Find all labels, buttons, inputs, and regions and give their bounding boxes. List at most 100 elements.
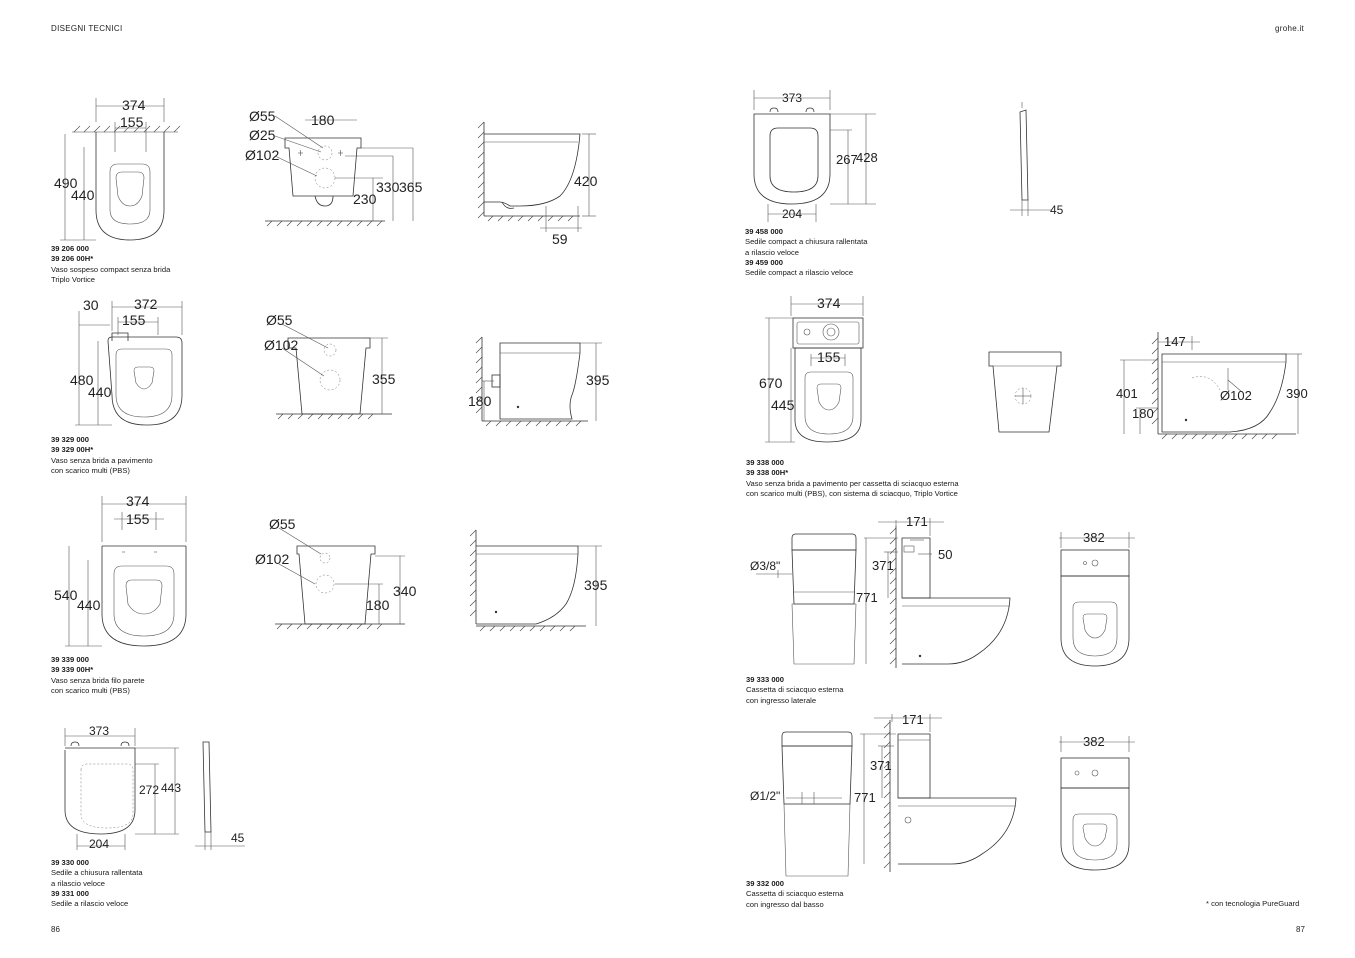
- dim-371: 371: [870, 758, 892, 773]
- product-description: con ingresso dal basso: [746, 899, 824, 909]
- dim-771: 771: [856, 590, 878, 605]
- dim-401: 401: [1116, 386, 1138, 401]
- product-description: Cassetta di sciacquo esterna: [746, 685, 844, 695]
- product-caption: 39 338 000 39 338 00H* Vaso senza brida …: [746, 458, 1046, 499]
- dim-382: 382: [1083, 734, 1105, 749]
- dim-o102: Ø102: [255, 551, 289, 567]
- dim-445: 445: [771, 397, 795, 413]
- dim-155: 155: [122, 312, 146, 328]
- dim-o55: Ø55: [269, 516, 296, 532]
- dim-o102: Ø102: [1220, 388, 1252, 403]
- dim-480: 480: [70, 372, 94, 388]
- dim-204: 204: [89, 837, 109, 851]
- drawing-front-view-floor-standing: Ø55 Ø102 355: [264, 312, 396, 420]
- dim-155: 155: [120, 114, 144, 130]
- product-description: Sedile a rilascio veloce: [51, 899, 129, 909]
- dim-374: 374: [817, 295, 841, 311]
- page-number-left: 86: [51, 925, 60, 934]
- product-caption: 39 458 000 Sedile compact a chiusura ral…: [745, 227, 995, 278]
- product-code: 39 329 000: [51, 435, 90, 444]
- dim-272: 272: [139, 783, 159, 797]
- product-description: Vaso senza brida a pavimento per cassett…: [746, 478, 959, 488]
- product-caption: 39 329 000 39 329 00H* Vaso senza brida …: [51, 435, 251, 476]
- product-description: con ingresso laterale: [746, 695, 817, 705]
- dim-374: 374: [126, 493, 150, 509]
- product-description: Sedile compact a chiusura rallentata: [745, 237, 868, 247]
- product-description: a rilascio veloce: [745, 247, 800, 257]
- footnote: * con tecnologia PureGuard: [1206, 899, 1300, 908]
- drawing-compact-seat-side: 45: [1010, 102, 1064, 217]
- dim-230: 230: [353, 191, 377, 207]
- product-description: Vaso senza brida a pavimento: [51, 455, 153, 465]
- product-description: a rilascio veloce: [51, 878, 106, 888]
- dim-30: 30: [83, 297, 99, 313]
- product-description: con scarico multi (PBS): [51, 685, 130, 695]
- product-code: 39 206 00H*: [51, 254, 94, 264]
- product-code: 39 331 000: [51, 888, 90, 898]
- dim-45: 45: [231, 831, 245, 845]
- product-code: 39 206 000: [51, 244, 90, 253]
- drawing-side-view-back-to-wall: 395: [469, 529, 608, 632]
- product-code: 39 458 000: [745, 227, 784, 236]
- dim-o55: Ø55: [249, 108, 276, 124]
- drawing-top-view-close-coupled: 374 155 670 445: [759, 295, 864, 443]
- dim-395: 395: [584, 577, 608, 593]
- product-code: 39 333 000: [746, 675, 785, 684]
- dim-420: 420: [574, 173, 598, 189]
- product-caption: 39 330 000 Sedile a chiusura rallentata …: [51, 858, 251, 909]
- dim-771: 771: [854, 790, 876, 805]
- drawing-side-view-wall-hung: 420 59: [477, 121, 598, 247]
- product-caption: 39 332 000 Cassetta di sciacquo esterna …: [746, 879, 946, 910]
- dim-171: 171: [906, 514, 928, 529]
- product-description: con scarico multi (PBS): [51, 465, 130, 475]
- drawing-top-view-cistern-bottom-inlet: 382: [1059, 734, 1135, 871]
- dim-267: 267: [836, 152, 858, 167]
- drawing-top-view-cistern-side-inlet: 382: [1059, 530, 1135, 667]
- dim-o102: Ø102: [245, 147, 279, 163]
- dim-204: 204: [782, 207, 802, 221]
- section-title: DISEGNI TECNICI: [51, 24, 123, 33]
- drawing-top-view-wall-hung: 374 155 490 440: [54, 97, 181, 241]
- drawing-front-view-close-coupled: [988, 351, 1062, 433]
- dim-373: 373: [89, 724, 109, 738]
- dim-395: 395: [586, 372, 610, 388]
- dim-440: 440: [88, 384, 112, 400]
- dim-155: 155: [817, 349, 841, 365]
- website-url[interactable]: grohe.it: [1275, 24, 1305, 33]
- product-code: 39 459 000: [745, 257, 784, 267]
- product-caption: 39 333 000 Cassetta di sciacquo esterna …: [746, 675, 946, 706]
- dim-o55: Ø55: [266, 312, 293, 328]
- product-code: 39 339 00H*: [51, 665, 94, 675]
- product-description: Sedile compact a rilascio veloce: [745, 268, 854, 278]
- product-caption: 39 206 000 39 206 00H* Vaso sospeso comp…: [51, 244, 251, 285]
- dim-147: 147: [1164, 334, 1186, 349]
- dim-490: 490: [54, 175, 78, 191]
- product-description: con scarico multi (PBS), con sistema di …: [746, 488, 958, 498]
- dim-45: 45: [1050, 203, 1064, 217]
- drawing-cistern-bottom-inlet: Ø1/2" 171 371 771: [750, 712, 1017, 877]
- product-description: Cassetta di sciacquo esterna: [746, 889, 844, 899]
- dim-180: 180: [311, 112, 335, 128]
- drawing-compact-seat: 373 267 428 204: [753, 90, 878, 222]
- dim-340: 340: [393, 583, 417, 599]
- dim-330: 330: [376, 179, 400, 195]
- drawing-side-view-close-coupled: 147 401 180 Ø102 390: [1116, 332, 1308, 440]
- product-description: Vaso senza brida filo parete: [51, 675, 145, 685]
- dim-428: 428: [856, 150, 878, 165]
- drawing-side-view-floor-standing: 395 180: [468, 336, 610, 427]
- dim-180: 180: [366, 597, 390, 613]
- drawing-front-view-back-to-wall: Ø55 Ø102 340 180: [255, 516, 417, 630]
- dim-372: 372: [134, 296, 158, 312]
- dim-373: 373: [782, 91, 802, 105]
- dim-180: 180: [1132, 406, 1154, 421]
- dim-50: 50: [938, 547, 952, 562]
- dim-355: 355: [372, 371, 396, 387]
- product-description: Vaso sospeso compact senza brida: [51, 264, 171, 274]
- drawing-front-view-wall-hung: Ø55 Ø25 Ø102 180 330 365 230: [245, 108, 423, 227]
- drawing-top-view-back-to-wall: 374 155 540 440: [54, 493, 187, 647]
- dim-440: 440: [71, 187, 95, 203]
- dim-o3-8: Ø3/8": [750, 559, 780, 573]
- product-description: Triplo Vortice: [51, 274, 96, 284]
- dim-o1-2: Ø1/2": [750, 789, 780, 803]
- dim-o25: Ø25: [249, 127, 276, 143]
